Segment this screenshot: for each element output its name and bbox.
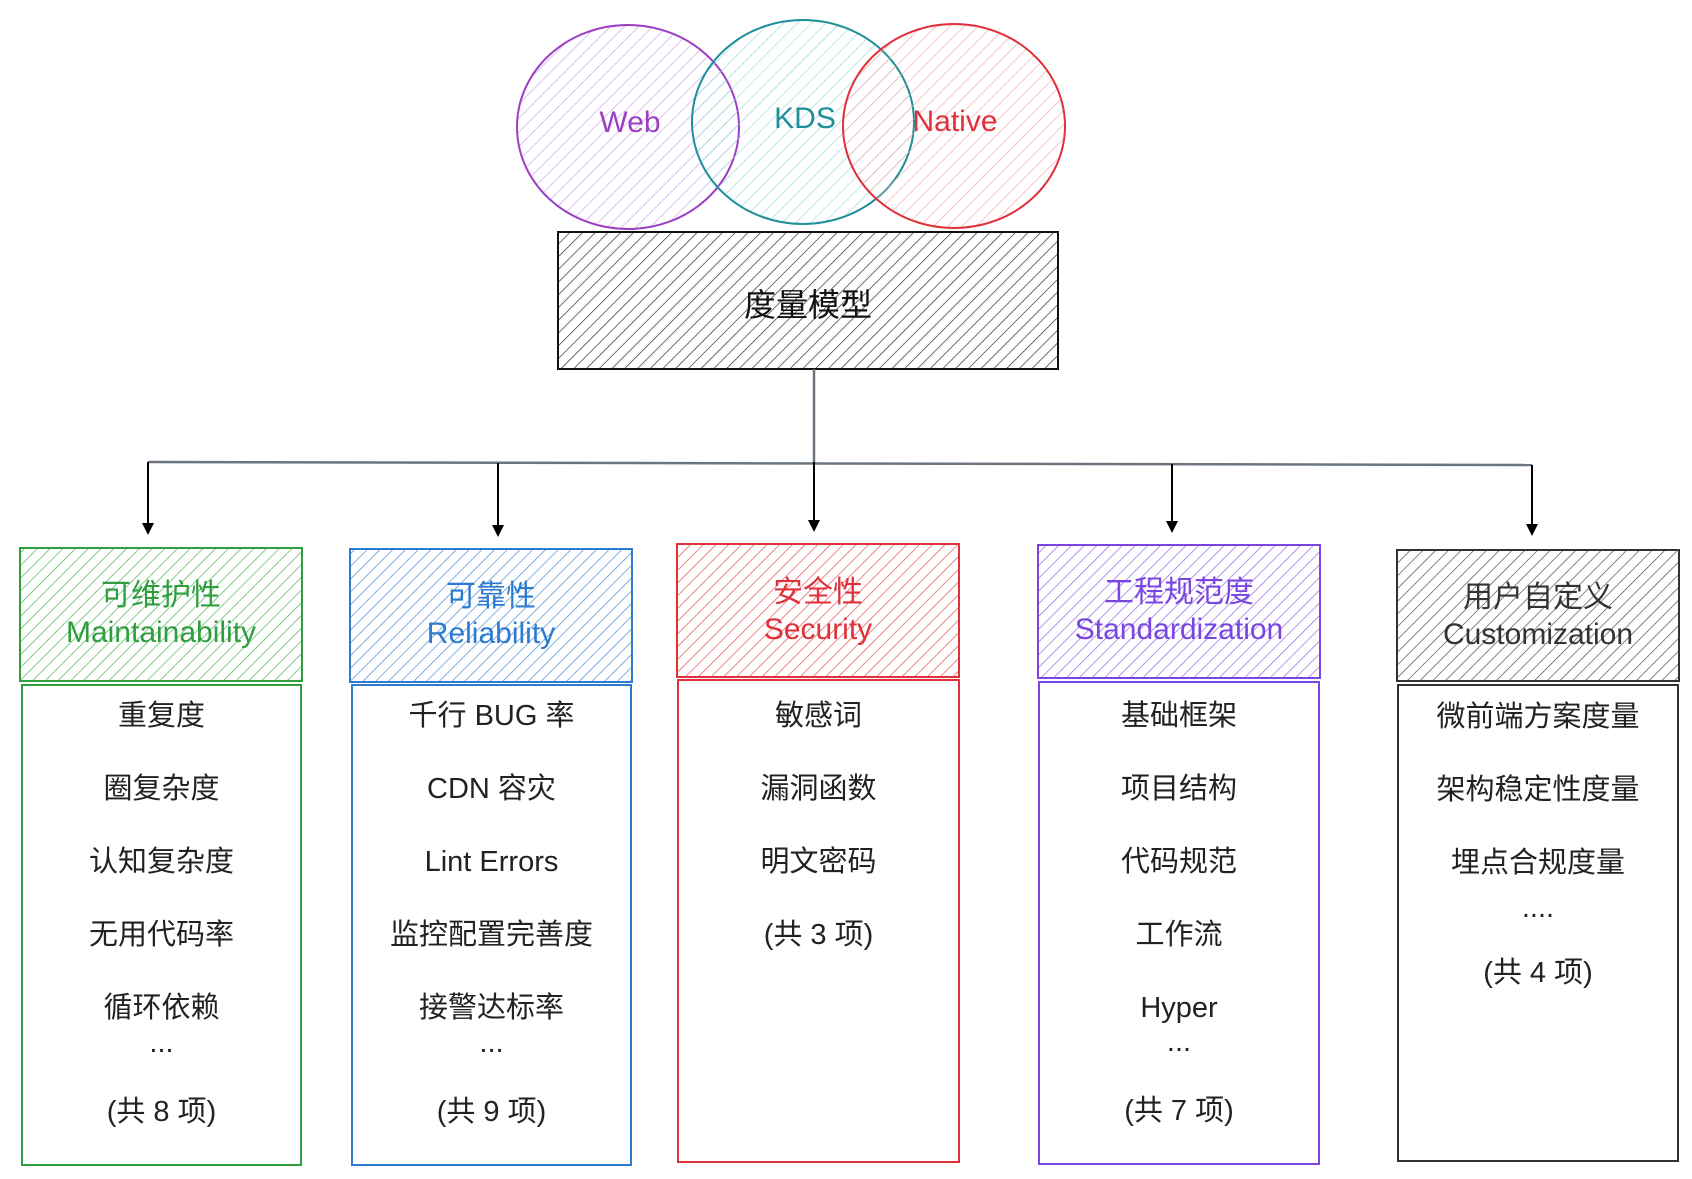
category-title-reliability: 可靠性 Reliability [350, 578, 632, 652]
category-en: Standardization [1074, 613, 1284, 646]
category-zh: 可维护性 [101, 579, 221, 612]
category-title-security: 安全性 Security [677, 574, 959, 648]
venn-diagram [516, 19, 1066, 230]
category-items-standardization: 基础框架 项目结构 代码规范 工作流 Hyper [1039, 680, 1319, 1045]
category-items-reliability: 千行 BUG 率 CDN 容灾 Lint Errors 监控配置完善度 接警达标… [352, 680, 631, 1045]
header-box-maintainability [19, 547, 303, 682]
category-items-customization: 微前端方案度量 架构稳定性度量 埋点合规度量 [1398, 681, 1678, 900]
total-count: (共 4 项) [1483, 957, 1593, 989]
category-title-customization: 用户自定义 Customization [1397, 579, 1679, 653]
list-item: 圈复杂度 [103, 773, 220, 805]
list-item: 无用代码率 [88, 919, 234, 951]
list-item: 明文密码 [760, 846, 877, 878]
category-en: Customization [1442, 618, 1634, 651]
list-item: 监控配置完善度 [389, 919, 593, 951]
list-item: CDN 容灾 [427, 773, 556, 805]
items-box-reliability [351, 684, 632, 1166]
items-box-customization [1397, 684, 1679, 1162]
total-count: (共 9 项) [436, 1096, 547, 1128]
list-item: 埋点合规度量 [1450, 847, 1625, 879]
root-label: 度量模型 [743, 287, 872, 323]
list-item: 认知复杂度 [88, 846, 234, 878]
total-count: (共 8 项) [106, 1096, 217, 1128]
native-circle [842, 23, 1066, 229]
total-count: (共 3 项) [763, 919, 874, 951]
category-items-security: 敏感词 漏洞函数 明文密码 (共 3 项) [678, 680, 959, 972]
items-box-security [677, 679, 960, 1163]
category-zh: 工程规范度 [1104, 576, 1254, 609]
header-box-reliability [349, 548, 633, 683]
items-box-standardization [1038, 681, 1320, 1165]
ellipsis: ... [479, 1027, 504, 1059]
list-item: 基础框架 [1120, 700, 1237, 732]
ellipsis: ... [1166, 1026, 1192, 1058]
list-item: 项目结构 [1120, 773, 1237, 805]
ellipsis: ... [149, 1027, 174, 1059]
header-box-customization [1396, 549, 1680, 682]
ellipsis: .... [1521, 892, 1555, 924]
category-title-maintainability: 可维护性 Maintainability [20, 577, 302, 651]
header-box-standardization [1037, 544, 1321, 679]
category-title-standardization: 工程规范度 Standardization [1038, 574, 1320, 648]
kds-label: KDS [774, 102, 836, 135]
list-item: 工作流 [1135, 919, 1223, 951]
list-item: 敏感词 [774, 700, 862, 732]
category-items-maintainability: 重复度 圈复杂度 认知复杂度 无用代码率 循环依赖 [22, 680, 301, 1045]
list-item: 代码规范 [1120, 846, 1237, 878]
items-box-maintainability [21, 684, 302, 1166]
web-label: Web [599, 106, 661, 139]
category-en: Reliability [426, 617, 556, 650]
category-zh: 安全性 [773, 576, 863, 609]
arrows [142, 462, 1538, 537]
list-item: 重复度 [117, 700, 205, 732]
list-item: Hyper [1140, 992, 1218, 1024]
category-zh: 可靠性 [446, 580, 536, 613]
list-item: 循环依赖 [103, 992, 220, 1024]
list-item: 接警达标率 [418, 992, 564, 1024]
list-item: 千行 BUG 率 [408, 700, 575, 732]
category-en: Maintainability [65, 616, 257, 649]
category-zh: 用户自定义 [1463, 581, 1613, 614]
list-item: 架构稳定性度量 [1436, 774, 1640, 806]
connectors [147, 369, 1533, 467]
total-count: (共 7 项) [1124, 1095, 1234, 1127]
header-box-security [676, 543, 960, 678]
root-box [557, 231, 1059, 370]
list-item: 漏洞函数 [760, 773, 877, 805]
list-item: 微前端方案度量 [1436, 701, 1640, 733]
native-label: Native [912, 105, 998, 138]
category-en: Security [763, 613, 873, 646]
list-item: Lint Errors [424, 846, 559, 878]
